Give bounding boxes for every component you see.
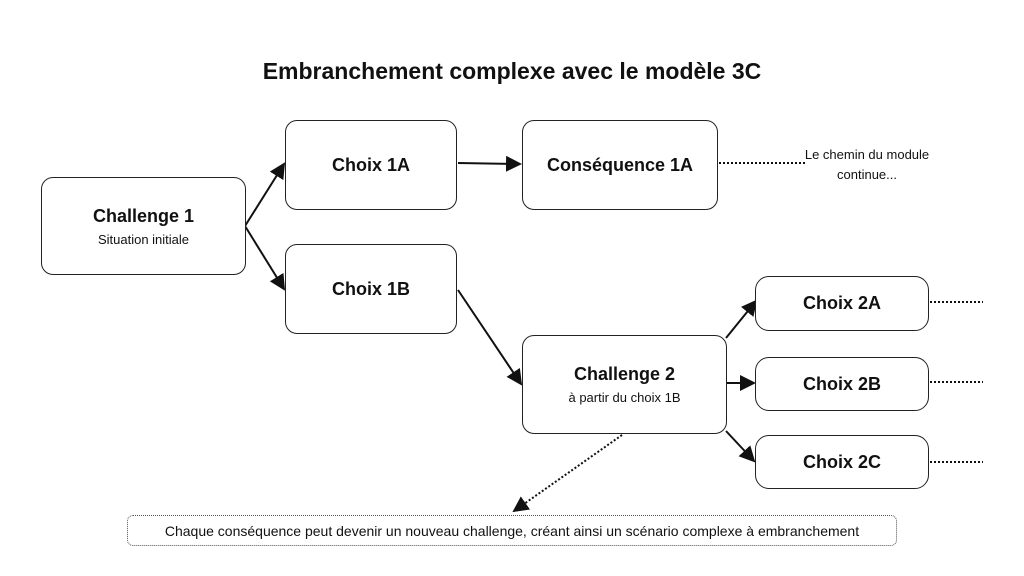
note-box: Chaque conséquence peut devenir un nouve… (127, 515, 897, 546)
node-title: Choix 1A (331, 154, 410, 175)
node-choix-2b: Choix 2B (755, 357, 929, 411)
node-choix-2c: Choix 2C (755, 435, 929, 489)
node-choix-2a: Choix 2A (755, 276, 929, 331)
arrow-c2-2a (725, 299, 758, 339)
node-choix-1b: Choix 1B (285, 244, 457, 334)
node-choix-1a: Choix 1A (285, 120, 457, 210)
node-title: Choix 2C (802, 451, 881, 472)
node-subtitle: Situation initiale (97, 231, 190, 247)
diagram-title: Embranchement complexe avec le modèle 3C (262, 58, 762, 84)
node-challenge-2: Challenge 2 à partir du choix 1B (522, 335, 727, 434)
node-title: Challenge 1 (92, 205, 195, 226)
node-title: Conséquence 1A (546, 154, 694, 175)
node-title: Choix 2B (802, 373, 881, 394)
arrow-1b-c2 (457, 289, 523, 386)
arrow-1a-cons (457, 155, 522, 172)
node-subtitle: à partir du choix 1B (568, 390, 681, 405)
node-consequence-1a: Conséquence 1A (522, 120, 718, 210)
dotted-c2-note (512, 434, 623, 513)
node-title: Choix 1B (331, 278, 410, 299)
node-title: Choix 2A (802, 293, 881, 313)
continue-text: Le chemin du module continue... (804, 147, 930, 182)
node-title: Challenge 2 (573, 364, 676, 384)
node-challenge-1: Challenge 1 Situation initiale (41, 177, 246, 275)
arrow-c2-2c (725, 430, 756, 463)
arrow-c1-1b (244, 225, 286, 291)
arrow-c1-1a (244, 162, 286, 227)
